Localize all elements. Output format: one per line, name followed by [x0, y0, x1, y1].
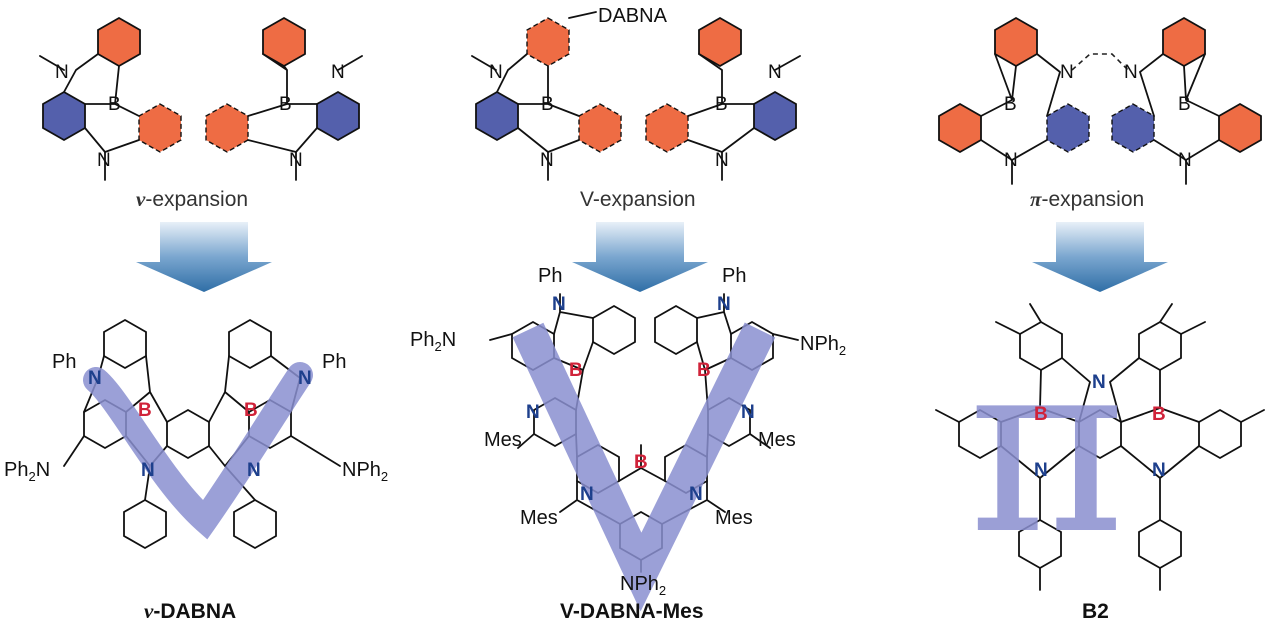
atom-n: N	[489, 62, 503, 83]
atom-n: N	[1092, 372, 1106, 393]
pi-top-scheme: N N B B N N	[938, 16, 1262, 185]
V-dabna-mes-title: V-DABNA-Mes	[560, 600, 704, 623]
V-expansion-label: V-expansion	[580, 188, 696, 211]
atom-n: N	[768, 62, 782, 83]
atom-n: N	[1004, 150, 1018, 171]
atom-n: N	[1178, 150, 1192, 171]
atom-b: B	[138, 400, 152, 421]
pi-expansion-prefix: π	[1030, 187, 1042, 211]
panel-V-dabna-mes: DABNA N B N N B N V-expansion Ph N P	[410, 5, 846, 623]
v-dabna-title: v-DABNA	[144, 599, 236, 623]
ph2n-text: Ph	[4, 459, 28, 481]
ph2n-label: Ph2N	[410, 329, 456, 354]
V-top-scheme: DABNA N B N N B N	[471, 5, 801, 181]
b2-title: B2	[1082, 600, 1109, 623]
atom-n: N	[689, 484, 703, 505]
atom-b: B	[244, 400, 258, 421]
atom-n: N	[715, 150, 729, 171]
pi-arrow	[1032, 222, 1168, 292]
nph-text: NPh	[800, 333, 839, 355]
ph-label: Ph	[52, 351, 76, 373]
nph2-label: NPh2	[800, 333, 846, 358]
v-expansion-prefix: v	[136, 187, 146, 211]
ph2n-label: Ph2N	[4, 459, 50, 484]
n-text: N	[36, 459, 50, 481]
atom-n: N	[289, 150, 303, 171]
atom-n: N	[526, 402, 540, 423]
nph2-label: NPh2	[342, 459, 388, 484]
nph-text: NPh	[342, 459, 381, 481]
atom-b: B	[108, 94, 121, 115]
atom-n: N	[141, 460, 155, 481]
panel-b2: N N B B N N π-expansion π N B B N N B2	[935, 16, 1265, 623]
subscript: 2	[839, 343, 846, 358]
atom-n: N	[580, 484, 594, 505]
atom-n: N	[247, 460, 261, 481]
atom-n: N	[55, 62, 69, 83]
b2-molecule: π N B B N N	[935, 303, 1265, 591]
atom-b: B	[1034, 404, 1048, 425]
mes-label: Mes	[484, 429, 522, 451]
subscript: 2	[28, 469, 35, 484]
subscript: 2	[659, 583, 666, 598]
n-text: N	[442, 329, 456, 351]
atom-b: B	[715, 94, 728, 115]
atom-b: B	[569, 360, 583, 381]
dabna-label: DABNA	[598, 5, 668, 27]
V-dabna-mes-molecule: Ph N Ph N B B N N Mes Mes B N N Mes Mes …	[410, 265, 846, 612]
atom-n: N	[97, 150, 111, 171]
atom-b: B	[279, 94, 292, 115]
pi-overlay: π	[968, 307, 1126, 587]
v-expansion-suffix: -expansion	[145, 188, 248, 211]
V-arrow	[572, 222, 708, 292]
atom-n: N	[298, 368, 312, 389]
atom-n: N	[1034, 460, 1048, 481]
atom-n: N	[331, 62, 345, 83]
V-overlay	[512, 322, 776, 612]
ph-label: Ph	[538, 265, 562, 287]
nph-text: NPh	[620, 573, 659, 595]
mes-label: Mes	[520, 507, 558, 529]
v-expansion-label: v-expansion	[136, 187, 248, 211]
atom-b: B	[1004, 94, 1017, 115]
pi-expansion-label: π-expansion	[1030, 187, 1144, 211]
v-arrow	[136, 222, 272, 292]
atom-n: N	[1124, 62, 1138, 83]
subscript: 2	[434, 339, 441, 354]
subscript: 2	[381, 469, 388, 484]
nph2-label: NPh2	[620, 573, 666, 598]
v-top-scheme: N B N N B N	[39, 16, 363, 181]
panel-v-dabna: N B N N B N v-expansion Ph N B B	[4, 16, 388, 623]
atom-n: N	[1060, 62, 1074, 83]
ph-label: Ph	[722, 265, 746, 287]
title-prefix: v	[144, 599, 154, 623]
v-dabna-molecule: Ph N B B N Ph N N Ph2N NPh2	[4, 318, 388, 550]
mes-label: Mes	[715, 507, 753, 529]
ph-label: Ph	[322, 351, 346, 373]
atom-n: N	[717, 294, 731, 315]
atom-n: N	[1152, 460, 1166, 481]
atom-b: B	[634, 452, 648, 473]
atom-n: N	[88, 368, 102, 389]
atom-n: N	[540, 150, 554, 171]
atom-n: N	[741, 402, 755, 423]
mes-label: Mes	[758, 429, 796, 451]
atom-b: B	[541, 94, 554, 115]
pi-expansion-suffix: -expansion	[1041, 188, 1144, 211]
v-overlay	[83, 362, 313, 540]
atom-b: B	[1178, 94, 1191, 115]
title-suffix: -DABNA	[153, 600, 236, 623]
atom-n: N	[552, 294, 566, 315]
atom-b: B	[697, 360, 711, 381]
atom-b: B	[1152, 404, 1166, 425]
ph2n-text: Ph	[410, 329, 434, 351]
